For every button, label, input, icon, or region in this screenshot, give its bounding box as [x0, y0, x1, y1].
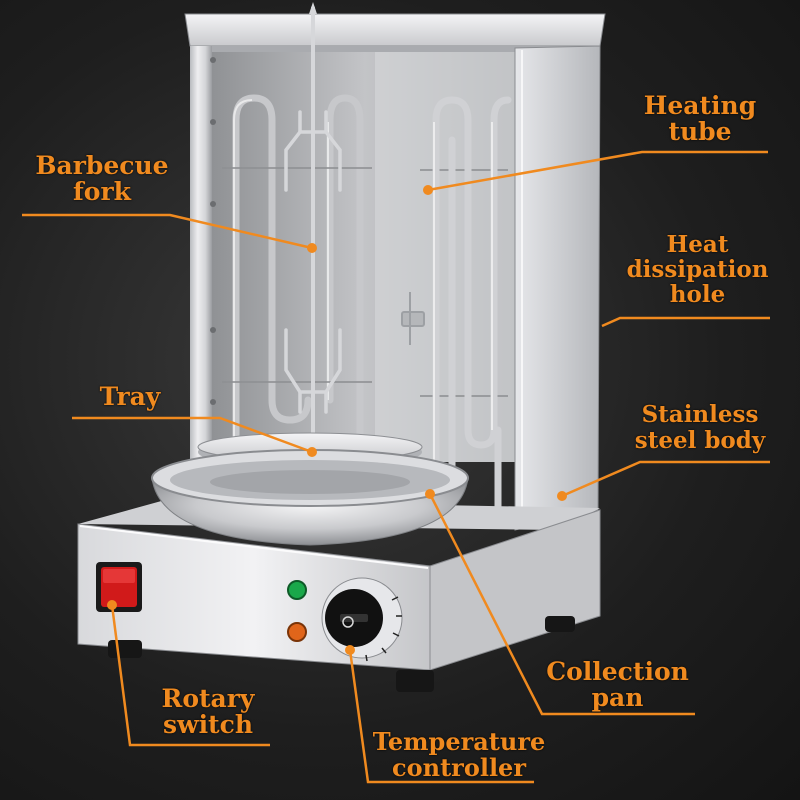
leader-lines — [22, 150, 770, 784]
label-rotary-switch-line1: Rotary — [161, 684, 255, 713]
side-panel — [514, 45, 601, 531]
label-stainless-steel-body-line1: Stainless — [641, 401, 759, 428]
label-tray: Tray — [80, 384, 180, 410]
label-rotary-switch-line2: switch — [162, 710, 254, 739]
label-tray-line1: Tray — [99, 382, 161, 411]
label-collection-pan-line1: Collection — [546, 657, 689, 686]
label-heat-dissipation-hole-line2: dissipation — [626, 256, 769, 283]
label-collection-pan-line2: pan — [591, 683, 644, 712]
label-stainless-steel-body-line2: steel body — [634, 427, 766, 454]
label-heat-dissipation-hole: Heat dissipation hole — [620, 232, 775, 307]
label-temperature-controller: Temperature controller — [368, 729, 550, 781]
indicator-lights — [287, 580, 307, 642]
label-heating-tube-line1: Heating — [643, 91, 757, 120]
label-barbecue-fork-line1: Barbecue — [35, 151, 169, 180]
label-temperature-controller-line2: controller — [392, 753, 526, 782]
label-heating-tube-line2: tube — [668, 117, 732, 146]
label-temperature-controller-line1: Temperature — [372, 727, 546, 756]
rocker-switch-icon — [96, 562, 142, 612]
top-cover — [184, 13, 606, 52]
label-rotary-switch: Rotary switch — [148, 686, 268, 738]
thermostat-probe — [401, 292, 425, 345]
leader-dots — [107, 185, 567, 655]
label-collection-pan: Collection pan — [540, 659, 695, 711]
label-barbecue-fork: Barbecue fork — [28, 153, 176, 205]
label-barbecue-fork-line2: fork — [73, 177, 131, 206]
thermostat-knob-icon — [321, 577, 403, 662]
label-heating-tube: Heating tube — [630, 93, 770, 145]
label-heat-dissipation-hole-line3: hole — [669, 281, 726, 308]
collection-pan — [151, 449, 469, 546]
label-heat-dissipation-hole-line1: Heat — [666, 231, 729, 258]
right-heating-tube — [432, 96, 512, 524]
label-stainless-steel-body: Stainless steel body — [625, 402, 775, 454]
